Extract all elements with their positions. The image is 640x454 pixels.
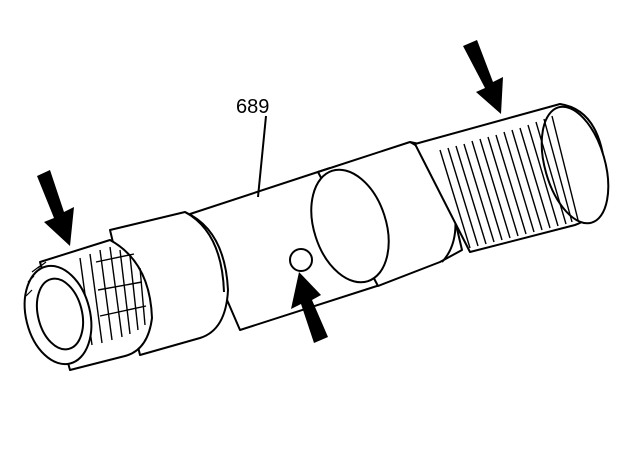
arrow-left-spline-icon [37, 170, 74, 246]
oil-hole [289, 248, 313, 272]
left-spline-teeth [79, 246, 147, 346]
arrow-oil-hole-icon [291, 272, 328, 343]
arrow-right-spline-icon [463, 40, 503, 114]
left-bore [35, 277, 85, 351]
right-collar [310, 141, 463, 287]
callout-label: 689 [236, 96, 269, 118]
callout-leader-line [257, 115, 267, 198]
right-spline [414, 103, 610, 253]
left-spline [23, 239, 153, 371]
right-spline-teeth [439, 115, 579, 249]
